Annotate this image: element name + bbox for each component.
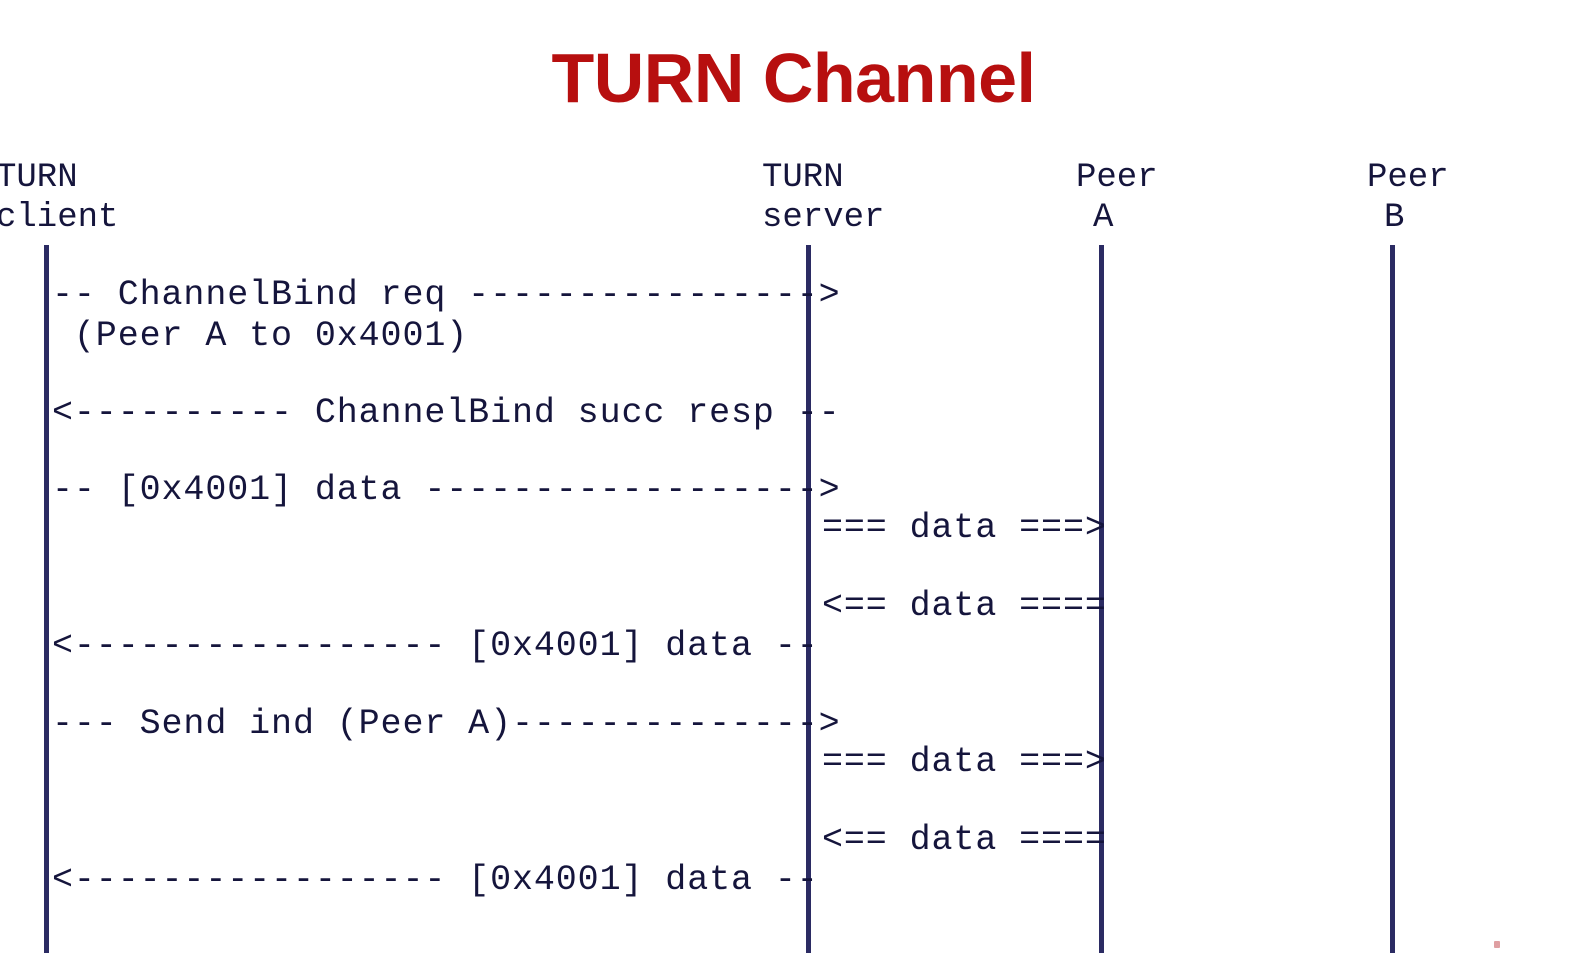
message-channelbind-req: -- ChannelBind req ----------------> [52, 275, 841, 315]
message-channel-data-in-1: <----------------- [0x4001] data -- [52, 626, 819, 666]
message-channelbind-req-params: (Peer A to 0x4001) [52, 316, 469, 356]
page-title: TURN Channel [551, 39, 1037, 117]
column-header-turn-server-line2: server [762, 199, 885, 237]
column-header-turn-client-line2: client [0, 199, 119, 237]
lifeline-turn-server [806, 245, 811, 953]
message-channel-data-in-2: <----------------- [0x4001] data -- [52, 860, 819, 900]
column-header-peer-b-line2: B [1384, 199, 1405, 237]
sequence-diagram: TURN client TURN server Peer A Peer B --… [0, 150, 1587, 953]
message-server-to-peer-data-2: === data ===> [822, 742, 1107, 782]
message-server-to-peer-data-1: === data ===> [822, 508, 1107, 548]
message-send-indication: --- Send ind (Peer A)--------------> [52, 704, 841, 744]
lifeline-peer-b [1390, 245, 1395, 953]
message-peer-to-server-data-1: <== data ==== [822, 586, 1107, 626]
message-peer-to-server-data-2: <== data ==== [822, 820, 1107, 860]
message-channelbind-succ-resp: <---------- ChannelBind succ resp -- [52, 393, 841, 433]
message-channel-data-out-1: -- [0x4001] data ------------------> [52, 470, 841, 510]
column-header-peer-b-line1: Peer [1367, 159, 1449, 197]
column-header-turn-server-line1: TURN [762, 159, 844, 197]
lifeline-turn-client [44, 245, 49, 953]
column-header-peer-a-line2: A [1093, 199, 1114, 237]
column-header-peer-a-line1: Peer [1076, 159, 1158, 197]
column-header-turn-client-line1: TURN [0, 159, 78, 197]
cursor-artifact [1494, 941, 1500, 948]
lifeline-peer-a [1099, 245, 1104, 953]
